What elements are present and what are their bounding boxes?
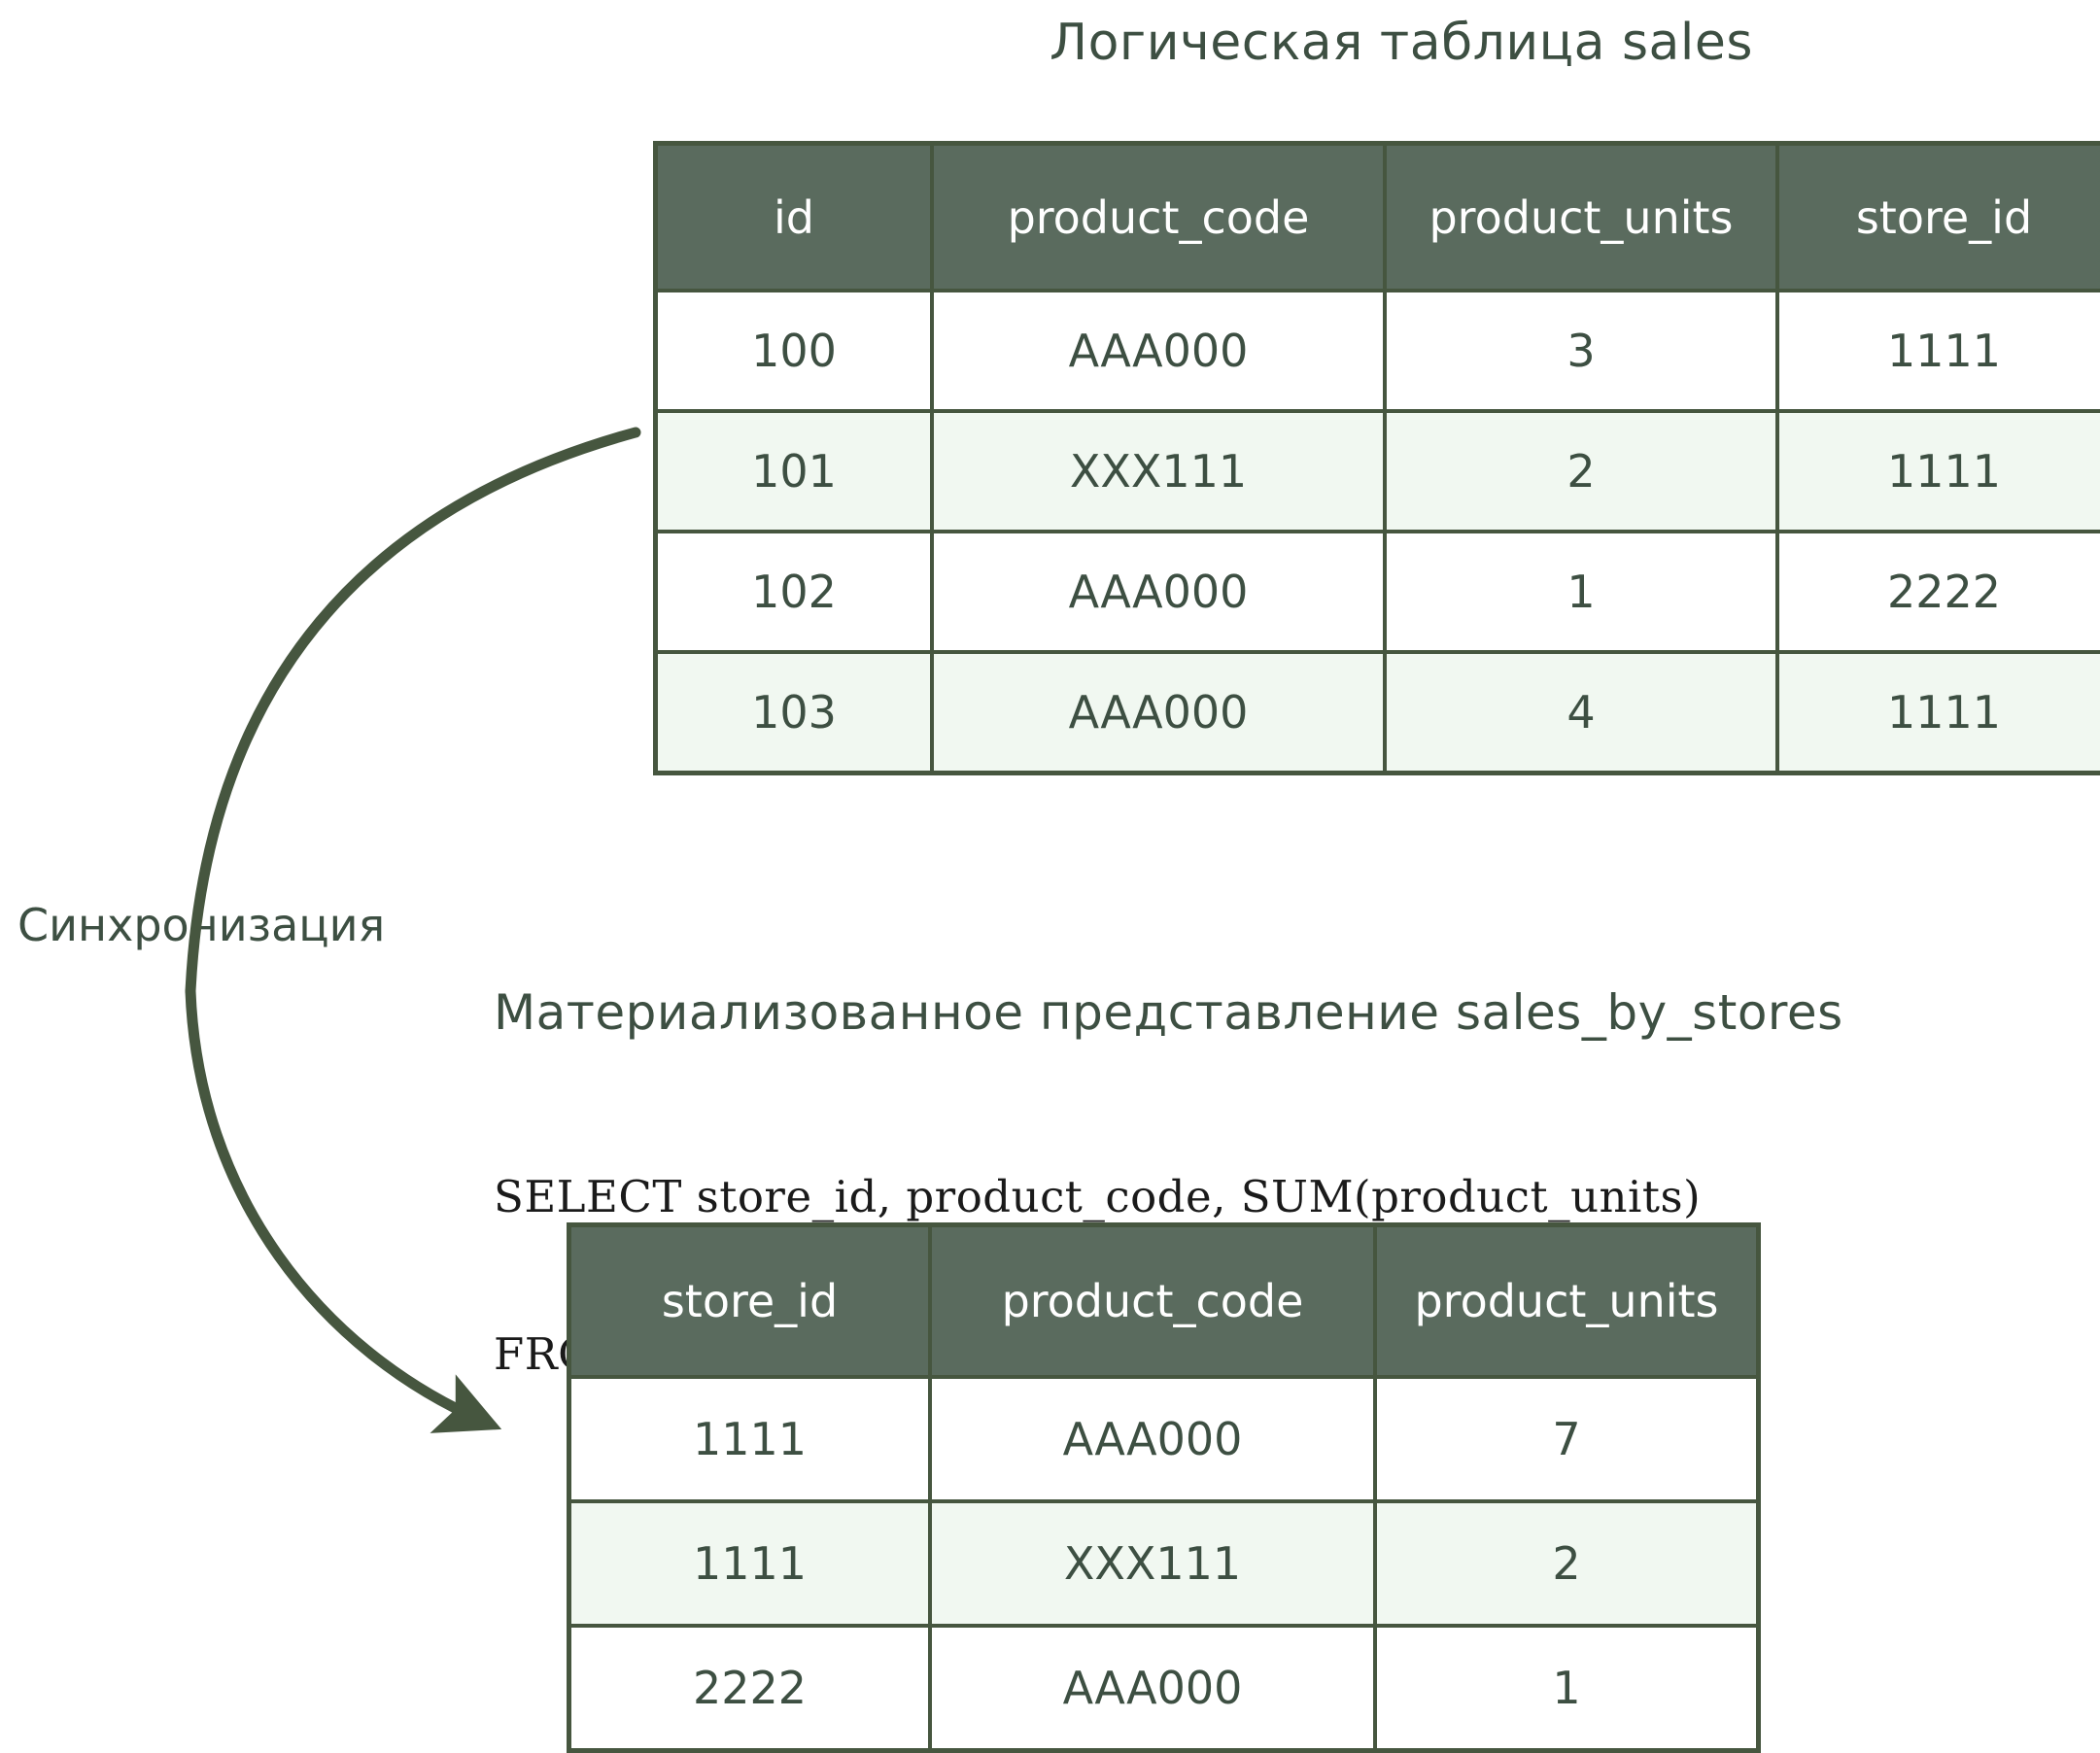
- column-header-product-code: product_code: [932, 144, 1385, 292]
- cell-product-code: AAA000: [932, 532, 1385, 652]
- cell-product-units: 4: [1385, 652, 1777, 773]
- cell-id: 102: [656, 532, 933, 652]
- logical-table-sales: id product_code product_units store_id 1…: [653, 141, 2100, 775]
- column-header-store-id: store_id: [1777, 144, 2100, 292]
- cell-store-id: 1111: [569, 1501, 931, 1626]
- table-header-row: store_id product_code product_units: [569, 1225, 1759, 1378]
- table-row: 102 AAA000 1 2222: [656, 532, 2100, 652]
- cell-store-id: 1111: [1777, 411, 2100, 532]
- materialized-view-title: Материализованное представление sales_by…: [494, 984, 1843, 1041]
- materialized-view-table-sales-by-stores: store_id product_code product_units 1111…: [567, 1222, 1761, 1753]
- table-row: 100 AAA000 3 1111: [656, 291, 2100, 411]
- cell-product-units: 2: [1385, 411, 1777, 532]
- cell-product-units: 2: [1375, 1501, 1759, 1626]
- cell-product-units: 1: [1375, 1626, 1759, 1751]
- column-header-product-code: product_code: [930, 1225, 1375, 1378]
- table-row: 1111 XXX111 2: [569, 1501, 1759, 1626]
- cell-product-code: AAA000: [932, 652, 1385, 773]
- sql-line-1: SELECT store_id, product_code, SUM(produ…: [494, 1171, 1701, 1223]
- cell-store-id: 2222: [569, 1626, 931, 1751]
- cell-product-code: AAA000: [932, 291, 1385, 411]
- cell-product-code: AAA000: [930, 1626, 1375, 1751]
- cell-product-code: XXX111: [932, 411, 1385, 532]
- cell-id: 103: [656, 652, 933, 773]
- cell-id: 101: [656, 411, 933, 532]
- table-row: 101 XXX111 2 1111: [656, 411, 2100, 532]
- table-row: 103 AAA000 4 1111: [656, 652, 2100, 773]
- cell-product-code: XXX111: [930, 1501, 1375, 1626]
- column-header-product-units: product_units: [1385, 144, 1777, 292]
- sync-label: Синхронизация: [17, 899, 385, 951]
- cell-product-units: 1: [1385, 532, 1777, 652]
- table-row: 2222 AAA000 1: [569, 1626, 1759, 1751]
- cell-store-id: 2222: [1777, 532, 2100, 652]
- cell-product-units: 7: [1375, 1377, 1759, 1501]
- column-header-id: id: [656, 144, 933, 292]
- cell-store-id: 1111: [569, 1377, 931, 1501]
- cell-store-id: 1111: [1777, 291, 2100, 411]
- cell-product-units: 3: [1385, 291, 1777, 411]
- cell-id: 100: [656, 291, 933, 411]
- logical-table-title: Логическая таблица sales: [1050, 14, 1753, 72]
- column-header-store-id: store_id: [569, 1225, 931, 1378]
- cell-store-id: 1111: [1777, 652, 2100, 773]
- column-header-product-units: product_units: [1375, 1225, 1759, 1378]
- table-header-row: id product_code product_units store_id: [656, 144, 2100, 292]
- cell-product-code: AAA000: [930, 1377, 1375, 1501]
- table-row: 1111 AAA000 7: [569, 1377, 1759, 1501]
